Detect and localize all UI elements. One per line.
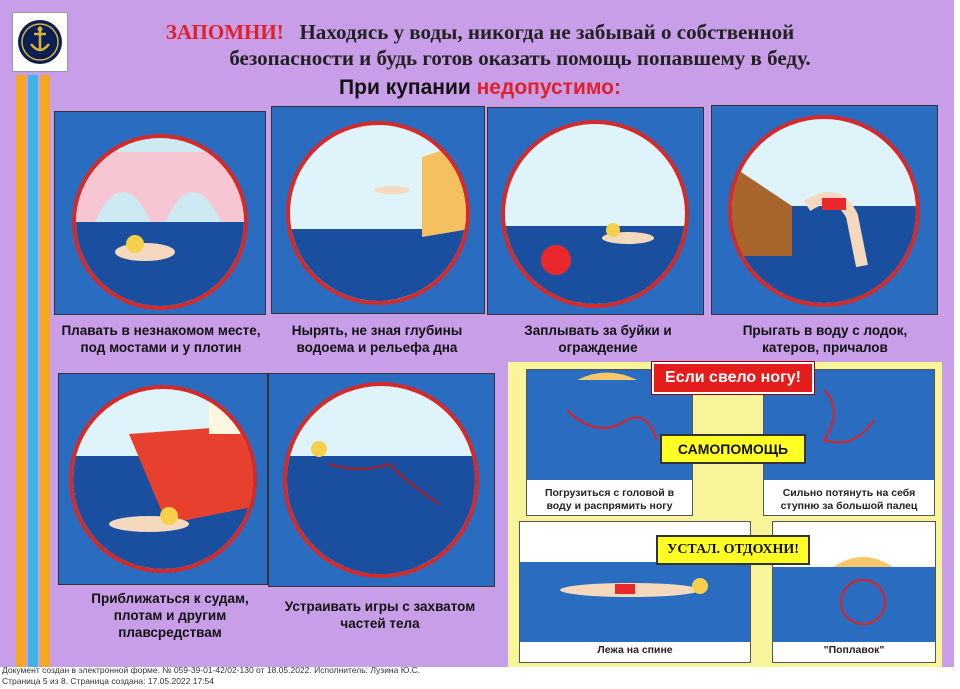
selfhelp-caption-4: "Поплавок": [823, 644, 885, 656]
caption-line: воду и распрямить ногу: [546, 500, 673, 512]
header-line-2: безопасности и будь готов оказать помощь…: [80, 46, 960, 71]
panel-games-illustration: [268, 373, 495, 587]
selfhelp-caption-3: Лежа на спине: [597, 644, 673, 656]
caption-line: катеров, причалов: [762, 340, 888, 355]
caption-line: частей тела: [340, 616, 420, 631]
tired-rest-label: УСТАЛ. ОТДОХНИ!: [656, 535, 810, 565]
caption-line: Прыгать в воду с лодок,: [742, 323, 908, 338]
caption-line: плавсредствам: [118, 625, 222, 640]
subheading: При купании недопустимо:: [0, 76, 960, 100]
caption-line: Плавать в незнакомом месте,: [61, 323, 261, 338]
stripe-orange: [16, 75, 26, 667]
header-text-1: Находясь у воды, никогда не забывай о со…: [299, 20, 795, 44]
selfhelp-label: САМОПОМОЩЬ: [660, 434, 806, 464]
caption-line: Устраивать игры с захватом: [284, 599, 476, 614]
subheading-warning: недопустимо:: [476, 76, 621, 99]
panel-bridge-illustration: [54, 111, 266, 315]
footer-line-1: Документ создан в электронной форме. № 0…: [2, 665, 421, 675]
cramp-warning-label: Если свело ногу!: [652, 362, 814, 394]
caption-line: ограждение: [558, 340, 638, 355]
caption-line: Приближаться к судам,: [91, 591, 249, 606]
subheading-prefix: При купании: [339, 76, 471, 99]
panel-ship-illustration: [58, 373, 268, 585]
caption-panel-1: Плавать в незнакомом месте, под мостами …: [46, 322, 276, 356]
caption-line: плотам и другим: [113, 608, 227, 623]
caption-panel-4: Прыгать в воду с лодок, катеров, причало…: [712, 322, 938, 356]
selfhelp-panel-back-float: Лежа на спине: [519, 521, 751, 663]
footer-line-2: Страница 5 из 8. Страница создана: 17.05…: [2, 676, 215, 686]
caption-line: Нырять, не зная глубины: [291, 323, 463, 338]
caption-panel-6: Устраивать игры с захватом частей тела: [266, 598, 494, 632]
stripe-orange-2: [40, 75, 50, 667]
panel-diving-illustration: [271, 106, 485, 314]
caption-line: Заплывать за буйки и: [524, 323, 672, 338]
caption-line: под мостами и у плотин: [80, 340, 242, 355]
panel-boat-jump-illustration: [711, 105, 938, 315]
selfhelp-caption-2: Сильно потянуть на себя ступню за большо…: [764, 487, 934, 513]
header-text-2: безопасности и будь готов оказать помощь…: [229, 46, 811, 70]
header-line-1: ЗАПОМНИ! Находясь у воды, никогда не заб…: [80, 20, 880, 45]
caption-panel-2: Нырять, не зная глубины водоема и рельеф…: [262, 322, 492, 356]
caption-line: водоема и рельефа дна: [296, 340, 458, 355]
caption-line: ступню за большой палец: [780, 500, 918, 512]
selfhelp-panel-float: "Поплавок": [772, 521, 936, 663]
panel-buoy-illustration: [487, 107, 704, 315]
caption-line: Погрузиться с головой в: [544, 487, 675, 499]
caption-panel-3: Заплывать за буйки и ограждение: [488, 322, 708, 356]
caption-panel-5: Приближаться к судам, плотам и другим пл…: [60, 590, 280, 641]
caption-line: Сильно потянуть на себя: [782, 487, 916, 499]
anchor-logo-icon: [12, 12, 68, 72]
stripe-blue: [28, 75, 38, 667]
remember-label: ЗАПОМНИ!: [165, 20, 284, 44]
selfhelp-caption-1: Погрузиться с головой в воду и распрямит…: [527, 487, 692, 513]
